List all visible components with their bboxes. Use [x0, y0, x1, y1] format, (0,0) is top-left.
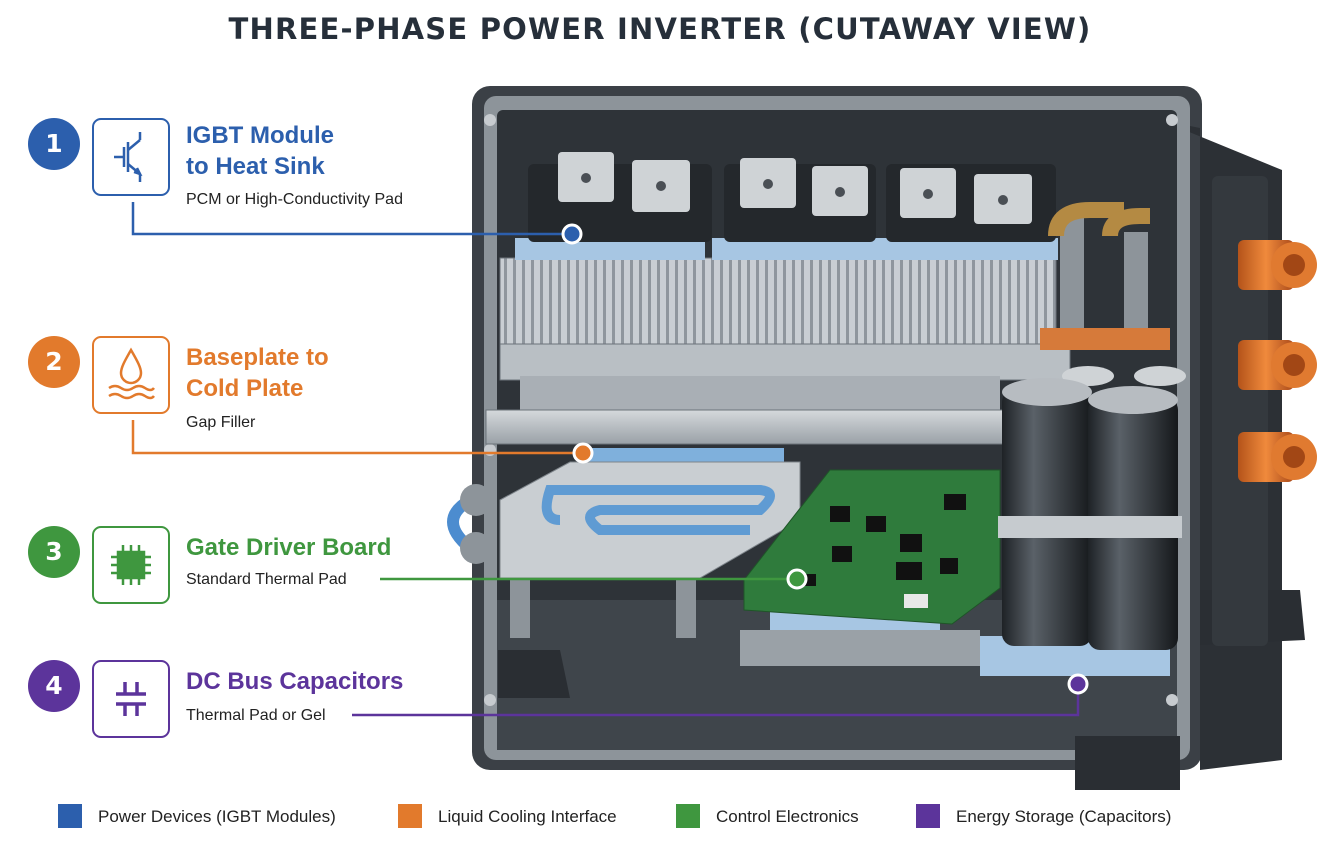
gate-driver-pcb: [740, 469, 1001, 666]
legend-label: Power Devices (IGBT Modules): [98, 807, 336, 826]
igbt-transistor-icon: [92, 118, 170, 196]
callout-subtitle: Thermal Pad or Gel: [186, 707, 326, 724]
page-title: THREE-PHASE POWER INVERTER (CUTAWAY VIEW…: [228, 12, 1092, 46]
dc-bus-capacitors: [980, 366, 1186, 676]
callout-title: Baseplate to Cold Plate: [186, 344, 329, 402]
anchor-dot-3: [786, 568, 808, 590]
callout-title: IGBT Module to Heat Sink: [186, 122, 334, 180]
callout-number-badge: 1: [28, 118, 80, 170]
callout-subtitle: Standard Thermal Pad: [186, 571, 347, 588]
liquid-drop-icon: [92, 336, 170, 414]
callout-subtitle: Gap Filler: [186, 414, 256, 431]
callout-title: Gate Driver Board: [186, 534, 392, 561]
heat-sink: [499, 257, 1057, 351]
capacitor-icon: [92, 660, 170, 738]
baseplate: [485, 409, 1007, 445]
callout-title: DC Bus Capacitors: [186, 668, 404, 695]
legend-swatch: [398, 804, 422, 828]
legend-label: Liquid Cooling Interface: [438, 807, 617, 826]
legend-swatch: [676, 804, 700, 828]
legend-label: Energy Storage (Capacitors): [956, 807, 1172, 826]
output-terminals: [1212, 176, 1317, 646]
legend-swatch: [916, 804, 940, 828]
igbt-modules: [515, 152, 1058, 260]
callout-number-badge: 4: [28, 660, 80, 712]
legend-label: Control Electronics: [716, 807, 859, 826]
leader-line-1: [131, 202, 572, 236]
callout-number-badge: 2: [28, 336, 80, 388]
chip-icon: [92, 526, 170, 604]
callout-subtitle: PCM or High-Conductivity Pad: [186, 191, 403, 208]
anchor-dot-2: [572, 442, 594, 464]
legend-swatch: [58, 804, 82, 828]
anchor-dot-4: [1067, 673, 1089, 695]
leader-lines: [131, 202, 1089, 717]
anchor-dot-1: [561, 223, 583, 245]
leader-line-2: [131, 420, 583, 455]
coolant-fittings: [1040, 202, 1170, 350]
callout-number-badge: 3: [28, 526, 80, 578]
